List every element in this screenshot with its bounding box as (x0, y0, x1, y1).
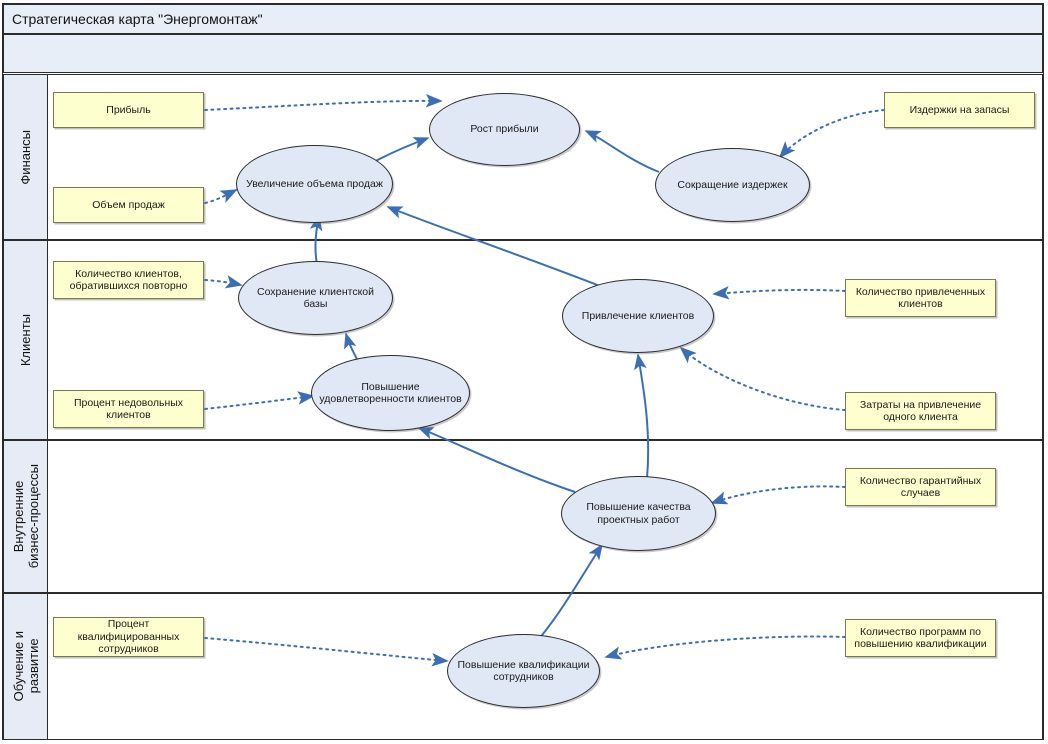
metric-attracted-clients-label: Количество привлеченных клиентов (855, 285, 986, 311)
objective-client-satisfaction[interactable]: Повышение удовлетворенности клиентов (311, 355, 470, 431)
objective-sales-increase[interactable]: Увеличение объема продаж (236, 145, 393, 223)
header-subtitle-band (3, 34, 1043, 73)
page-title: Стратегическая карта "Энергомонтаж" (3, 4, 1043, 34)
metric-warranty-cases-label: Количество гарантийных случаев (859, 474, 982, 500)
perspective-row-processes: Внутренние бизнес-процессы (3, 440, 1043, 593)
metric-client-acquisition-cost-label: Затраты на привлечение одного клиента (859, 398, 982, 424)
metric-unhappy-clients-label: Процент недовольных клиентов (73, 396, 184, 422)
objective-cost-reduction[interactable]: Сокращение издержек (655, 148, 810, 222)
metric-qualified-staff[interactable]: Процент квалифицированных сотрудников (53, 617, 204, 657)
metric-training-programs[interactable]: Количество программ по повышению квалифи… (845, 619, 996, 657)
perspective-label-finance-text: Финансы (18, 129, 33, 185)
objective-profit-growth[interactable]: Рост прибыли (429, 93, 580, 166)
perspective-label-processes: Внутренние бизнес-процессы (4, 441, 48, 592)
objective-project-quality[interactable]: Повышение качества проектных работ (561, 476, 716, 551)
metric-qualified-staff-label: Процент квалифицированных сотрудников (77, 618, 180, 656)
perspective-label-clients-text: Клиенты (18, 313, 33, 367)
objective-cost-reduction-label: Сокращение издержек (677, 178, 788, 191)
perspective-label-processes-text: Внутренние бизнес-процессы (10, 464, 41, 569)
metric-repeat-clients[interactable]: Количество клиентов, обратившихся повтор… (53, 261, 204, 299)
perspective-label-learning: Обучение и развитие (4, 594, 48, 739)
objective-client-satisfaction-label: Повышение удовлетворенности клиентов (319, 380, 462, 406)
perspective-label-learning-text: Обучение и развитие (10, 631, 41, 702)
objective-sales-increase-label: Увеличение объема продаж (246, 177, 383, 190)
objective-staff-skills[interactable]: Повышение квалификации сотрудников (447, 634, 600, 708)
page-title-text: Стратегическая карта "Энергомонтаж" (12, 11, 263, 27)
metric-profit[interactable]: Прибыль (53, 92, 204, 128)
metric-client-acquisition-cost[interactable]: Затраты на привлечение одного клиента (845, 392, 996, 430)
objective-staff-skills-label: Повышение квалификации сотрудников (457, 658, 590, 684)
metric-unhappy-clients[interactable]: Процент недовольных клиентов (53, 390, 204, 428)
metric-warranty-cases[interactable]: Количество гарантийных случаев (845, 468, 996, 506)
objective-project-quality-label: Повышение качества проектных работ (586, 501, 691, 526)
objective-attract-clients[interactable]: Привлечение клиентов (562, 279, 714, 353)
objective-retain-clients[interactable]: Сохранение клиентской базы (238, 261, 393, 335)
metric-sales-volume-label: Объем продаж (92, 198, 165, 211)
perspective-label-finance: Финансы (4, 75, 48, 239)
perspective-label-clients: Клиенты (4, 241, 48, 439)
metric-training-programs-label: Количество программ по повышению квалифи… (854, 625, 987, 651)
metric-attracted-clients[interactable]: Количество привлеченных клиентов (845, 279, 996, 317)
objective-profit-growth-label: Рост прибыли (470, 123, 539, 136)
metric-stock-costs[interactable]: Издержки на запасы (884, 92, 1035, 128)
metric-stock-costs-label: Издержки на запасы (909, 103, 1010, 116)
metric-repeat-clients-label: Количество клиентов, обратившихся повтор… (69, 267, 188, 293)
metric-sales-volume[interactable]: Объем продаж (53, 187, 204, 223)
objective-attract-clients-label: Привлечение клиентов (581, 309, 695, 322)
objective-retain-clients-label: Сохранение клиентской базы (257, 285, 374, 311)
metric-profit-label: Прибыль (106, 103, 151, 116)
